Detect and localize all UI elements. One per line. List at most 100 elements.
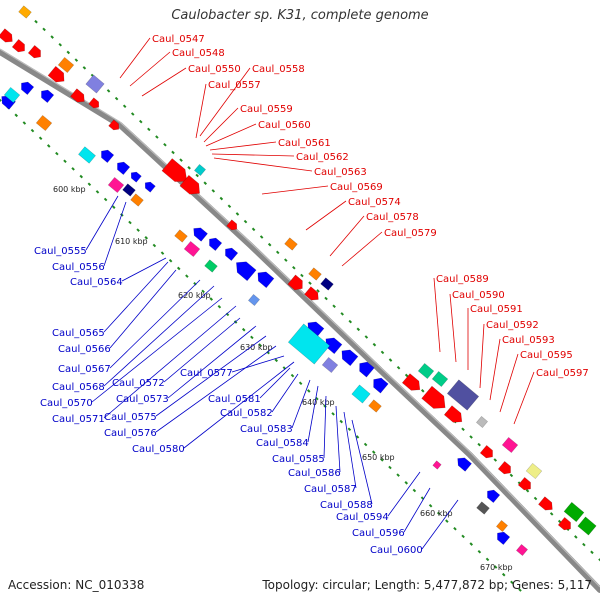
gc-skew-dot xyxy=(363,442,368,447)
reverse-gene-label: Caul_0577 xyxy=(180,368,233,379)
gc-skew-dot xyxy=(179,158,183,162)
forward-gene-label: Caul_0589 xyxy=(436,274,489,285)
reverse-gene-label: Caul_0584 xyxy=(256,438,309,449)
gc-skew-dot xyxy=(372,342,377,347)
reverse-gene-block xyxy=(21,81,35,96)
reverse-gene-leader xyxy=(387,471,421,517)
reverse-gene-box xyxy=(183,240,201,258)
forward-gene-box xyxy=(417,362,435,380)
gc-skew-dot xyxy=(55,151,59,156)
reverse-gene-box xyxy=(204,259,218,273)
gc-skew-dot xyxy=(356,327,361,332)
gc-skew-dot xyxy=(412,488,417,493)
reverse-gene-box xyxy=(351,384,371,404)
reverse-gene-leader xyxy=(291,379,311,429)
reverse-gene-leader xyxy=(103,261,169,333)
gc-skew-dot xyxy=(243,219,248,224)
reverse-gene-box xyxy=(287,323,331,365)
forward-gene-box xyxy=(194,164,206,176)
gc-skew-dot xyxy=(380,350,385,355)
reverse-gene-label: Caul_0596 xyxy=(352,528,405,539)
reverse-gene-block xyxy=(101,149,115,164)
forward-gene-box xyxy=(577,516,597,536)
gc-skew-dot xyxy=(217,304,222,309)
forward-gene-label: Caul_0557 xyxy=(208,80,261,91)
forward-gene-label: Caul_0597 xyxy=(536,368,589,379)
forward-gene-box xyxy=(308,267,322,281)
gc-skew-dot xyxy=(241,327,246,332)
reverse-gene-leader xyxy=(91,297,223,403)
gc-skew-dot xyxy=(250,335,254,340)
gc-skew-dot xyxy=(292,266,296,270)
forward-gene-box xyxy=(320,277,334,291)
forward-gene-block xyxy=(443,405,463,423)
scale-tick-label: 640 kbp xyxy=(302,398,335,407)
forward-gene-block xyxy=(108,119,120,131)
forward-gene-block xyxy=(70,88,85,103)
reverse-gene-leader xyxy=(121,257,167,282)
gc-skew-dot xyxy=(163,142,167,147)
gc-skew-dot xyxy=(428,504,433,508)
gc-skew-dot xyxy=(598,558,600,562)
gc-skew-dot xyxy=(340,312,344,316)
reverse-gene-label: Caul_0594 xyxy=(336,512,389,523)
gc-skew-dot xyxy=(582,542,586,547)
gc-skew-dot xyxy=(219,196,224,201)
reverse-gene-box xyxy=(476,501,490,515)
reverse-gene-label: Caul_0587 xyxy=(304,484,357,495)
forward-gene-box xyxy=(57,56,75,74)
forward-gene-block xyxy=(517,476,531,491)
scale-tick-label: 600 kbp xyxy=(53,185,86,194)
reverse-gene-leader xyxy=(421,499,459,550)
gc-skew-dot xyxy=(275,250,280,255)
reverse-gene-label: Caul_0556 xyxy=(52,262,105,273)
forward-gene-box xyxy=(563,501,585,523)
forward-gene-block xyxy=(47,65,65,83)
reverse-gene-label: Caul_0568 xyxy=(52,382,105,393)
reverse-gene-leader xyxy=(155,335,267,417)
forward-gene-block xyxy=(27,44,41,59)
reverse-gene-box xyxy=(321,356,339,374)
reverse-gene-block xyxy=(359,361,375,378)
gc-skew-dot xyxy=(298,381,303,386)
reverse-gene-block xyxy=(457,457,472,472)
forward-gene-block xyxy=(287,274,303,291)
reverse-gene-label: Caul_0581 xyxy=(208,394,261,405)
gc-skew-dot xyxy=(122,104,127,109)
reverse-gene-label: Caul_0582 xyxy=(220,408,273,419)
reverse-gene-box xyxy=(3,86,21,104)
forward-gene-block xyxy=(88,97,100,109)
reverse-gene-leader xyxy=(103,201,127,267)
forward-gene-block xyxy=(479,444,493,459)
gc-skew-dot xyxy=(87,182,92,186)
reverse-gene-block xyxy=(373,377,389,394)
reverse-gene-block xyxy=(144,181,156,193)
gc-skew-dot xyxy=(114,96,119,101)
forward-gene-label: Caul_0563 xyxy=(314,167,367,178)
reverse-gene-label: Caul_0600 xyxy=(370,545,423,556)
forward-gene-box xyxy=(525,462,543,480)
gc-skew-dot xyxy=(211,189,216,193)
gc-skew-dot xyxy=(259,235,264,239)
gc-skew-dot xyxy=(106,89,111,93)
forward-gene-leader xyxy=(199,67,251,137)
reverse-gene-box xyxy=(248,294,260,306)
reverse-gene-block xyxy=(130,171,142,183)
reverse-gene-block xyxy=(236,261,257,282)
forward-gene-leader xyxy=(305,200,347,231)
gc-skew-dot xyxy=(152,243,157,248)
gc-skew-dot xyxy=(469,542,474,546)
gc-skew-dot xyxy=(42,27,46,32)
forward-gene-leader xyxy=(213,157,313,172)
reverse-gene-label: Caul_0583 xyxy=(240,424,293,435)
gc-skew-dot xyxy=(187,166,191,170)
reverse-gene-label: Caul_0566 xyxy=(58,344,111,355)
reverse-gene-label: Caul_0567 xyxy=(58,364,111,375)
gc-skew-dot xyxy=(290,373,295,378)
gc-skew-dot xyxy=(160,251,165,255)
gc-skew-dot xyxy=(485,557,490,562)
gc-skew-dot xyxy=(66,50,71,55)
forward-gene-label: Caul_0595 xyxy=(520,350,573,361)
gc-skew-dot xyxy=(103,197,108,202)
